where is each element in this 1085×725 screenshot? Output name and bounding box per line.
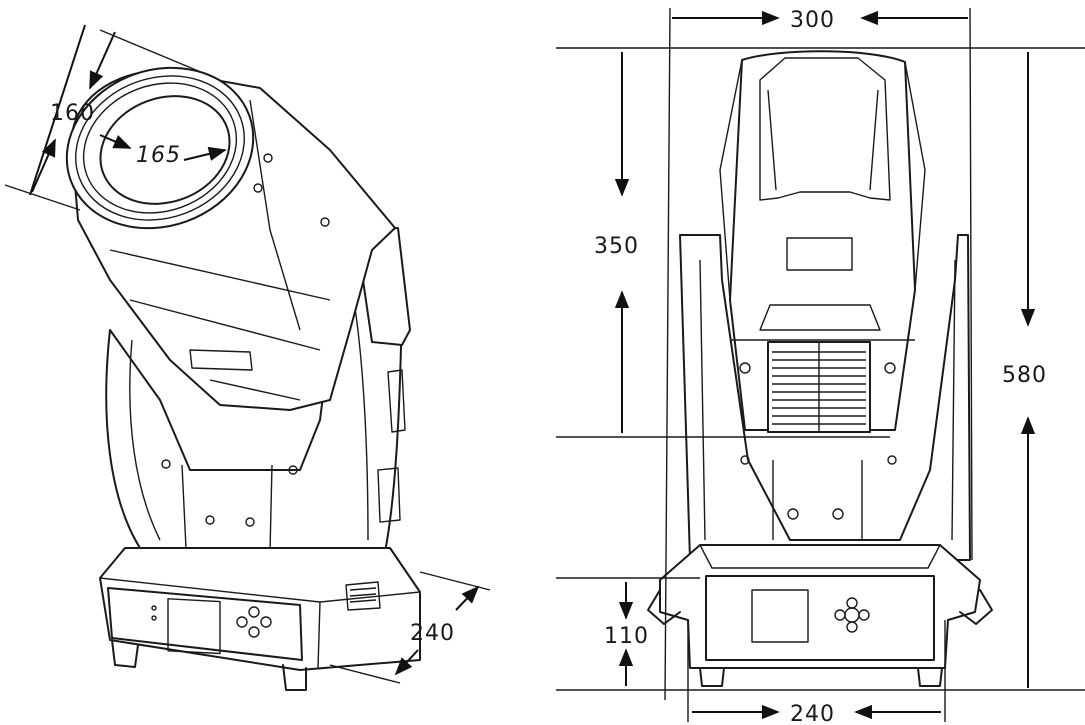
dim-base-depth: 240 [329,571,491,684]
front-view: 300 350 580 110 [556,7,1085,725]
yoke-front [679,234,971,561]
dim-lens-outer: 160 [4,24,221,211]
dim-base-width-front: 240 [687,620,946,725]
dim-head-height: 350 [556,52,890,438]
dim-head-width: 300 [664,7,973,701]
perspective-view: 160 165 240 [4,24,491,691]
base-front [647,544,993,687]
dim-label-300: 300 [790,8,835,33]
dim-label-350: 350 [594,234,639,259]
dim-total-height: 580 [1002,52,1047,688]
dim-base-height: 110 [556,577,1085,691]
dim-label-110: 110 [604,624,649,649]
dim-label-580: 580 [1002,363,1047,388]
base-perspective [99,547,421,691]
vent-grille [772,342,866,432]
dim-lens-inner: 165 [99,134,227,168]
dim-label-240-side: 240 [410,621,455,646]
lens-perspective [65,66,255,230]
head-front [719,50,926,433]
dim-label-165: 165 [136,143,181,168]
dim-label-160: 160 [50,101,95,126]
dim-label-240-front: 240 [790,702,835,725]
